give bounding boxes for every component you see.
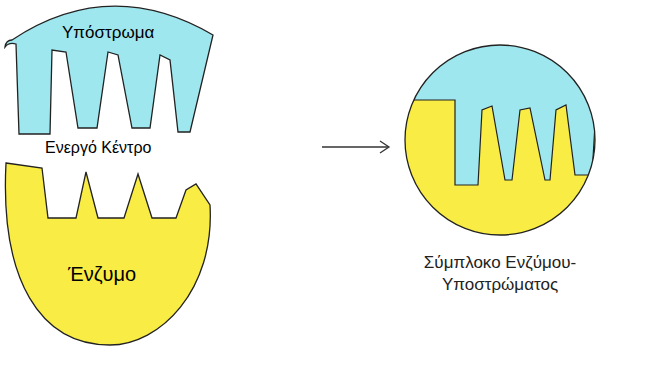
- complex-caption: Σύμπλοκο Ενζύμου-Υποστρώματος: [380, 252, 620, 296]
- arrow-head: [380, 141, 389, 153]
- shape-label: Ένζυμο: [68, 261, 136, 287]
- active-site-label: Ενεργό Κέντρο: [45, 139, 151, 157]
- arrow-shaft: [322, 146, 388, 147]
- enzyme-shape-outline: [0, 150, 220, 350]
- substrate-shape: Υπόστρωμα: [0, 0, 220, 140]
- shape-label: Υπόστρωμα: [62, 22, 154, 44]
- complex-circle: Σύμπλοκο Ενζύμου-Υποστρώματος: [380, 40, 620, 312]
- enzyme-shape: Ένζυμο: [0, 150, 220, 350]
- substrate-shape-outline: [0, 0, 220, 140]
